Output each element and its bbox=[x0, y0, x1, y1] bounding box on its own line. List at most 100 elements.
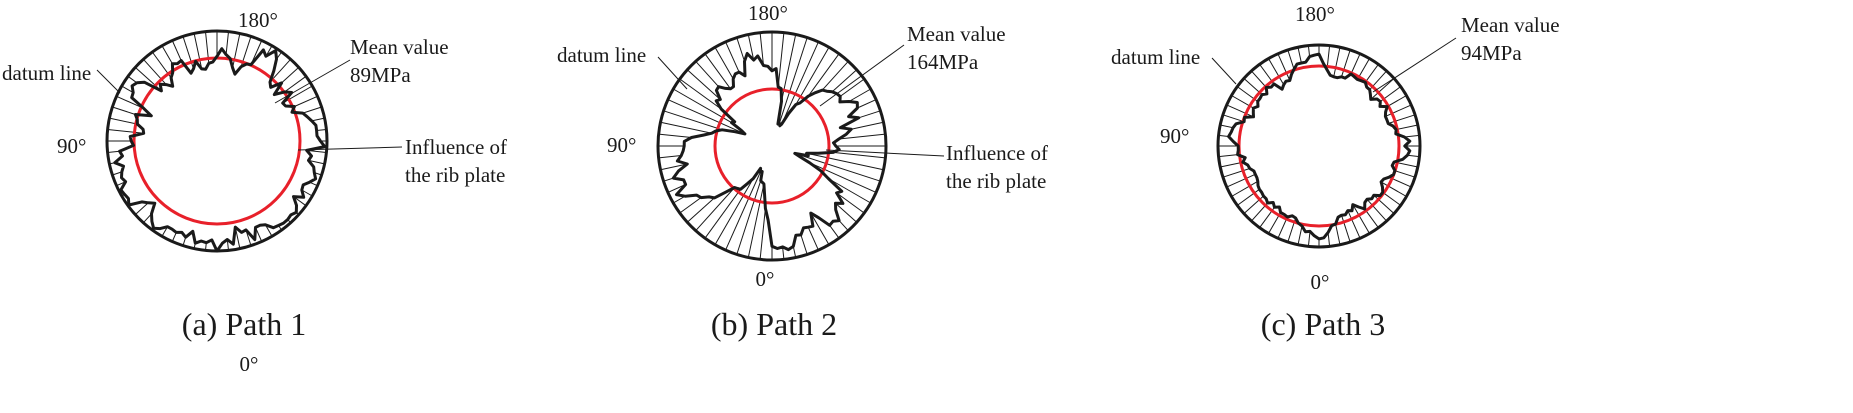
hatch-line bbox=[232, 33, 241, 68]
hatch-line bbox=[1307, 45, 1311, 57]
leader-line bbox=[657, 56, 688, 90]
hatch-line bbox=[1222, 168, 1250, 178]
hatch-line bbox=[294, 95, 318, 107]
hatch-line bbox=[660, 163, 688, 171]
panel-b-datum-label: datum line bbox=[557, 43, 647, 67]
hatch-line bbox=[171, 232, 177, 242]
panel-path-3 bbox=[1211, 37, 1457, 249]
hatch-line bbox=[1407, 154, 1420, 158]
hatch-line bbox=[1307, 231, 1311, 247]
hatch-line bbox=[1297, 225, 1303, 245]
panel-a-datum-label: datum line bbox=[2, 61, 92, 85]
hatch-line bbox=[161, 45, 173, 65]
hatch-line bbox=[1218, 154, 1238, 158]
hatch-line bbox=[679, 78, 722, 110]
mean-value-circle bbox=[713, 87, 831, 205]
hatch-line bbox=[1251, 70, 1267, 88]
hatch-line bbox=[704, 53, 731, 90]
mean-value-circle bbox=[1237, 64, 1401, 228]
hatch-line bbox=[736, 37, 745, 62]
hatch-line bbox=[782, 246, 785, 260]
hatch-line bbox=[1341, 215, 1351, 243]
hatch-line bbox=[747, 34, 755, 61]
hatch-line bbox=[695, 187, 735, 232]
panel-b-angle-90: 90° bbox=[607, 133, 637, 157]
panel-c-angle-0: 0° bbox=[1310, 270, 1330, 294]
hatch-line bbox=[1277, 216, 1288, 239]
panel-b-angle-0: 0° bbox=[755, 267, 775, 291]
hatch-line bbox=[1382, 191, 1401, 206]
hatch-line bbox=[1388, 114, 1416, 124]
hatch-line bbox=[1404, 134, 1420, 138]
hatch-line bbox=[777, 32, 785, 88]
panel-c-angle-90: 90° bbox=[1160, 124, 1190, 148]
datum-circle bbox=[105, 29, 329, 253]
leader-line bbox=[819, 44, 905, 107]
leader-line bbox=[96, 69, 121, 94]
hatch-line bbox=[121, 85, 134, 94]
hatch-line bbox=[828, 178, 871, 204]
hatch-line bbox=[810, 212, 830, 245]
hatch-line bbox=[1385, 104, 1412, 117]
hatch-line bbox=[667, 99, 746, 135]
hatch-line bbox=[1222, 114, 1245, 123]
hatch-line bbox=[747, 183, 765, 258]
hatch-line bbox=[302, 106, 322, 114]
panel-a-angle-0: 0° bbox=[239, 352, 259, 376]
hatch-line bbox=[193, 33, 203, 70]
hatch-line bbox=[704, 189, 741, 239]
hatch-line bbox=[1287, 49, 1295, 70]
panel-a-mean-label: Mean value bbox=[350, 35, 449, 59]
hatch-line bbox=[714, 178, 754, 245]
hatch-line bbox=[107, 129, 144, 134]
hatch-line bbox=[792, 246, 797, 258]
hatch-line bbox=[1277, 53, 1291, 81]
panel-a-mean-value: 89MPa bbox=[350, 63, 411, 87]
hatch-line bbox=[781, 41, 819, 125]
hatch-line bbox=[107, 150, 120, 153]
hatch-line bbox=[831, 69, 858, 93]
hatch-line bbox=[795, 47, 830, 105]
hatch-line bbox=[725, 171, 761, 251]
hatch-line bbox=[316, 129, 327, 131]
datum-circle bbox=[1216, 43, 1422, 249]
hatch-line bbox=[1370, 78, 1395, 100]
hatch-line bbox=[1373, 194, 1395, 214]
hatch-line bbox=[1226, 173, 1256, 188]
hatch-line bbox=[1335, 223, 1341, 245]
hatch-line bbox=[695, 60, 719, 88]
hatch-line bbox=[807, 226, 819, 251]
panel-b-rib-label-2: the rib plate bbox=[946, 169, 1047, 193]
hatch-line bbox=[857, 99, 877, 109]
hatch-line bbox=[134, 202, 149, 215]
hatch-line bbox=[308, 159, 325, 165]
hatch-line bbox=[1347, 210, 1361, 239]
hatch-line bbox=[725, 41, 740, 73]
panel-path-2 bbox=[656, 30, 945, 262]
hatch-line bbox=[809, 162, 877, 193]
panel-b-angle-180: 180° bbox=[748, 1, 788, 25]
panel-c-caption: (c) Path 3 bbox=[1260, 306, 1386, 342]
panel-a-angle-180: 180° bbox=[238, 8, 278, 32]
hatch-line bbox=[658, 133, 692, 138]
hatch-line bbox=[794, 152, 881, 182]
hatch-line bbox=[759, 32, 764, 66]
hatch-line bbox=[833, 151, 886, 159]
stress-profile-line bbox=[113, 47, 327, 253]
hatch-line bbox=[1386, 95, 1407, 108]
mean-value-circle bbox=[132, 56, 302, 226]
panel-c-mean-label: Mean value bbox=[1461, 13, 1560, 37]
hatch-line bbox=[838, 133, 886, 140]
stress-profile-line bbox=[671, 52, 861, 252]
hatch-line bbox=[284, 75, 307, 93]
hatch-line bbox=[851, 121, 884, 130]
hatch-line bbox=[821, 60, 849, 91]
hatch-line bbox=[679, 197, 702, 214]
hatch-line bbox=[134, 67, 162, 92]
hatch-line bbox=[658, 155, 682, 159]
hatch-line bbox=[660, 121, 712, 134]
hatch-line bbox=[1352, 204, 1370, 234]
hatch-line bbox=[1394, 170, 1416, 178]
hatch-line bbox=[1327, 232, 1331, 247]
